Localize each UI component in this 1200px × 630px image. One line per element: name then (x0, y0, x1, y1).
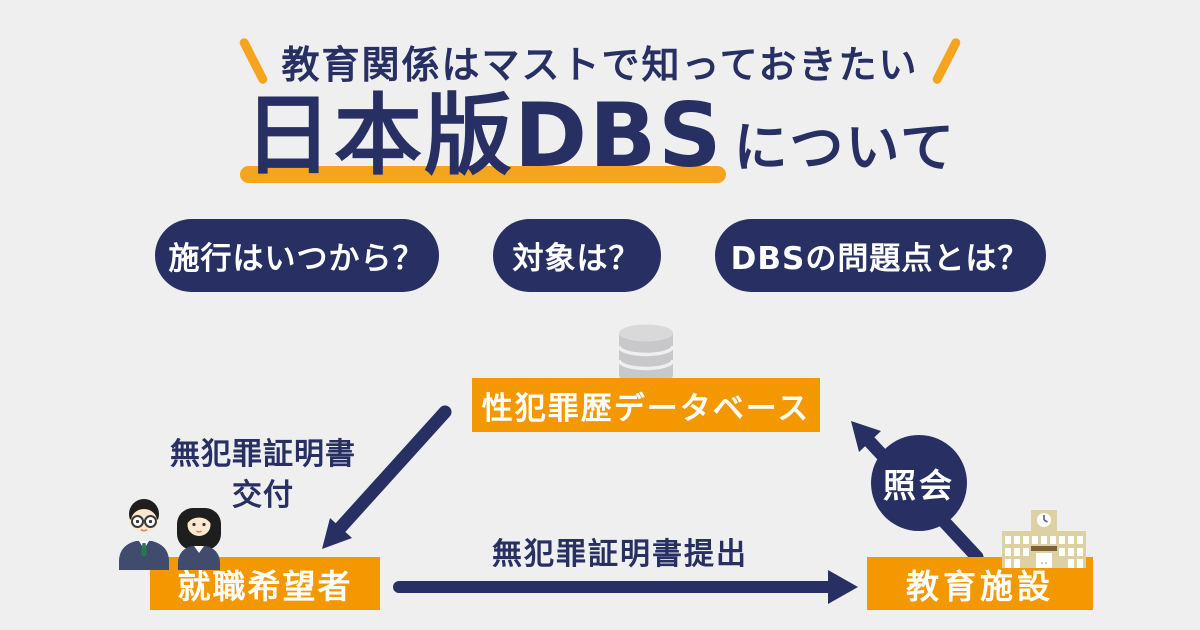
pill-who-target[interactable]: 対象は？ (492, 219, 661, 292)
topic-pills: 施行はいつから？ 対象は？ DBSの問題点とは？ (0, 219, 1200, 292)
database-icon (618, 324, 674, 384)
page-title: 日本版DBS について (0, 87, 1200, 185)
title-underline-decoration (240, 165, 726, 183)
query-circle: 照会 (871, 435, 967, 531)
tagline-text: 教育関係はマストで知っておきたい (281, 42, 919, 87)
job-seeker-box: 就職希望者 (150, 557, 380, 610)
title-suffix-text: について (733, 116, 956, 179)
school-icon (1002, 510, 1086, 568)
certificate-issue-label: 無犯罪証明書 交付 (147, 434, 379, 516)
database-box: 性犯罪歴データベース (472, 378, 820, 432)
pill-dbs-issues[interactable]: DBSの問題点とは？ (714, 219, 1046, 292)
certificate-issue-line2: 交付 (232, 478, 294, 513)
certificate-submit-label: 無犯罪証明書提出 (492, 537, 748, 572)
title-main-text: 日本版DBS (244, 84, 724, 187)
title-main: 日本版DBS (240, 87, 726, 185)
certificate-issue-line1: 無犯罪証明書 (170, 437, 356, 472)
job-seekers-icon (112, 496, 230, 570)
tagline: 教育関係はマストで知っておきたい (0, 30, 1200, 92)
submit-arrow (393, 570, 858, 604)
pill-when-enforced[interactable]: 施行はいつから？ (154, 219, 439, 292)
issue-arrow (322, 405, 452, 549)
